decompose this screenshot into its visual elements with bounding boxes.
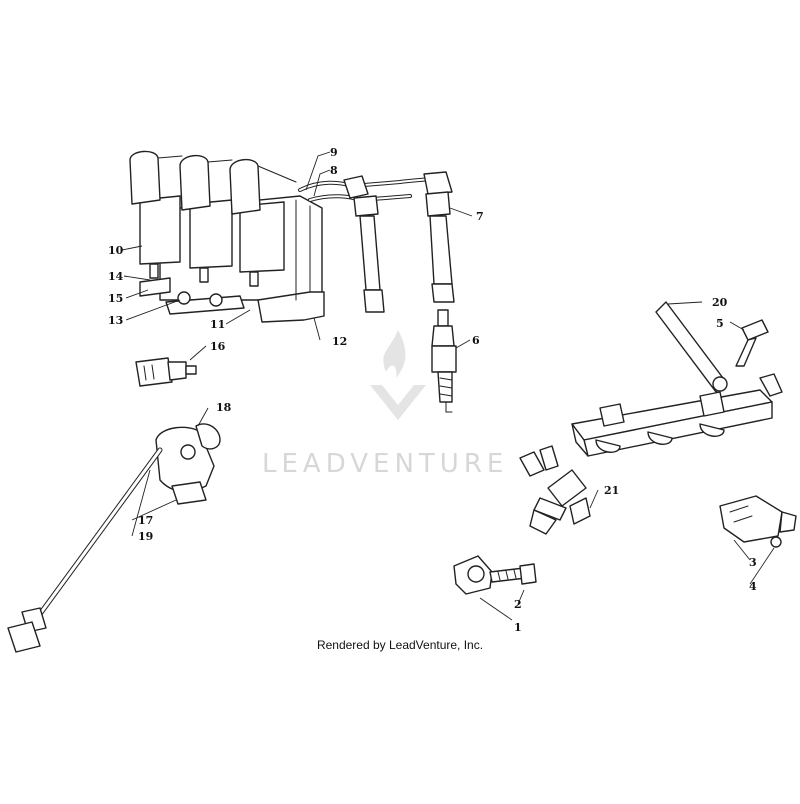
spark-plug-wires — [298, 171, 455, 313]
callout-1: 1 — [514, 621, 522, 634]
callout-3: 3 — [749, 556, 757, 569]
temperature-sensor — [135, 357, 197, 387]
callout-13: 13 — [108, 314, 123, 327]
spark-plug — [431, 309, 457, 413]
callout-2: 2 — [514, 598, 522, 611]
knock-sensor — [453, 555, 537, 595]
rendered-by-credit: Rendered by LeadVenture, Inc. — [316, 638, 484, 652]
callout-19: 19 — [138, 530, 153, 543]
fuel-rail-assembly — [571, 301, 783, 457]
callout-12: 12 — [332, 335, 347, 348]
callout-9: 9 — [330, 146, 338, 159]
callout-15: 15 — [108, 292, 123, 305]
callout-4: 4 — [749, 580, 757, 593]
watermark-text: LEADVENTURE — [262, 449, 508, 479]
callout-17: 17 — [138, 514, 153, 527]
fuel-injector — [519, 445, 591, 535]
camshaft-position-sensor — [719, 495, 797, 548]
callout-20: 20 — [712, 296, 728, 309]
callout-14: 14 — [108, 270, 124, 283]
fuel-rail-bolt — [735, 319, 769, 367]
callout-16: 16 — [210, 340, 226, 353]
callout-5: 5 — [716, 317, 724, 330]
ignition-coil-pack — [129, 150, 325, 323]
callout-labels: 1 2 3 4 5 6 7 8 9 10 11 12 13 14 15 16 1… — [108, 146, 757, 634]
callout-18: 18 — [216, 401, 232, 414]
watermark-logo: LEADVENTURE — [262, 330, 508, 479]
callout-8: 8 — [330, 164, 338, 177]
callout-21: 21 — [604, 484, 619, 497]
callout-7: 7 — [476, 210, 484, 223]
callout-6: 6 — [472, 334, 480, 347]
callout-11: 11 — [210, 318, 225, 331]
crankshaft-position-sensor — [7, 423, 221, 653]
callout-10: 10 — [108, 244, 124, 257]
leader-lines — [121, 151, 775, 621]
